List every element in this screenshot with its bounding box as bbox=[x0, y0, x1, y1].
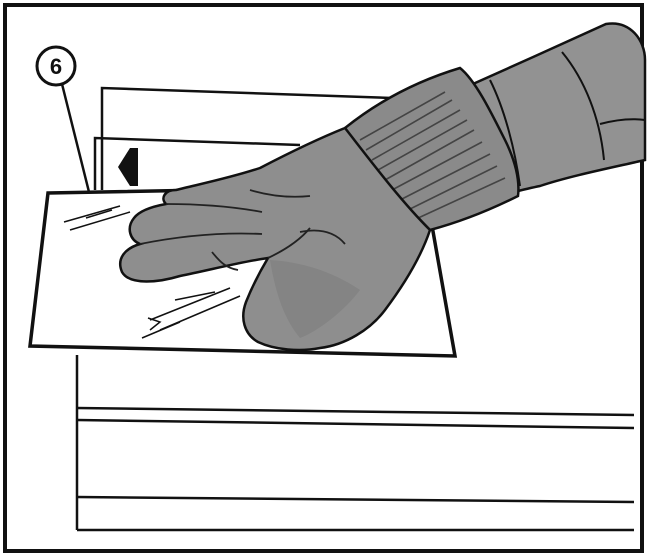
callout-number: 6 bbox=[50, 54, 62, 79]
